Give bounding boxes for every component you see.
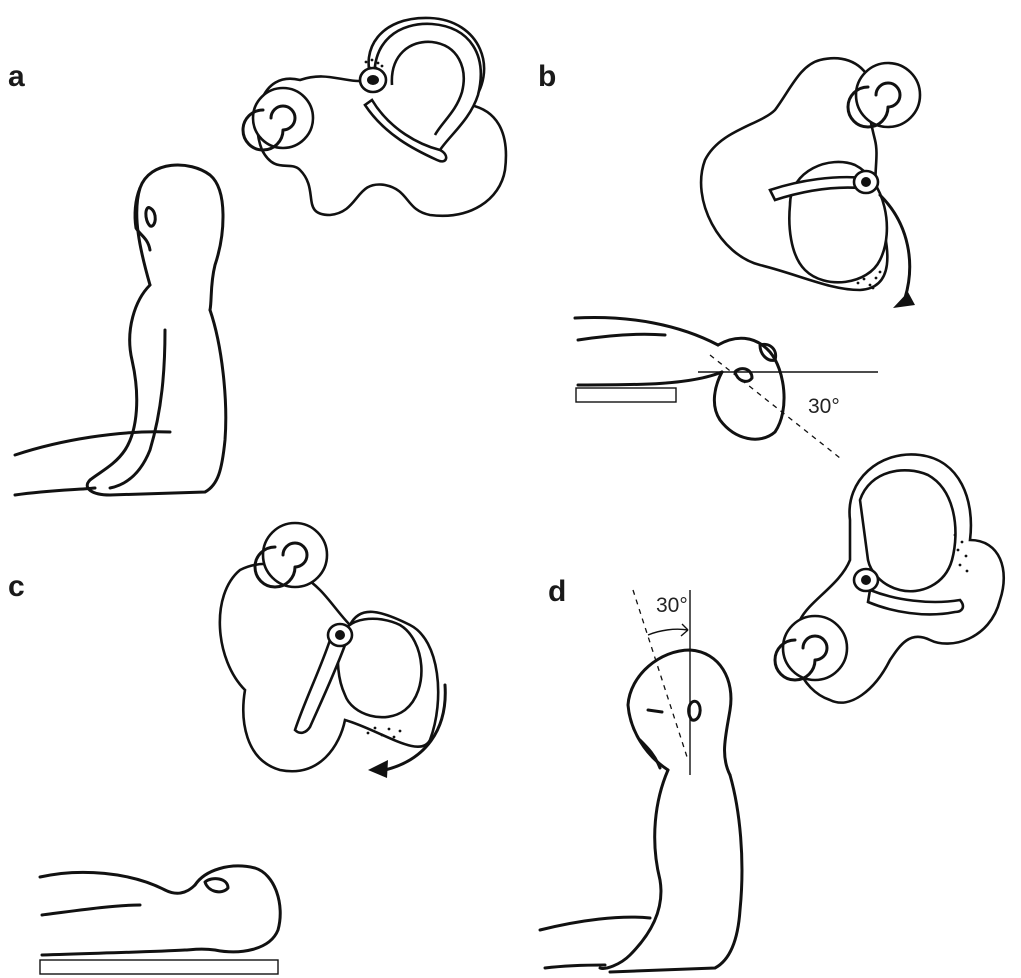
- panel-a-patient-sitting: [15, 165, 226, 495]
- panel-d-patient-sitting-flexed: 30°: [540, 590, 742, 972]
- panel-c-inner-ear: [220, 523, 445, 778]
- panel-b-inner-ear: [701, 58, 920, 308]
- panel-d-inner-ear: [775, 454, 1004, 702]
- panel-c-patient-supine: [40, 866, 280, 974]
- panel-a-inner-ear: [243, 18, 506, 216]
- panel-d-angle-label: 30°: [656, 594, 688, 617]
- panel-b-angle-label: 30°: [808, 395, 840, 418]
- panel-b-patient-head-hanging: 30°: [575, 317, 878, 458]
